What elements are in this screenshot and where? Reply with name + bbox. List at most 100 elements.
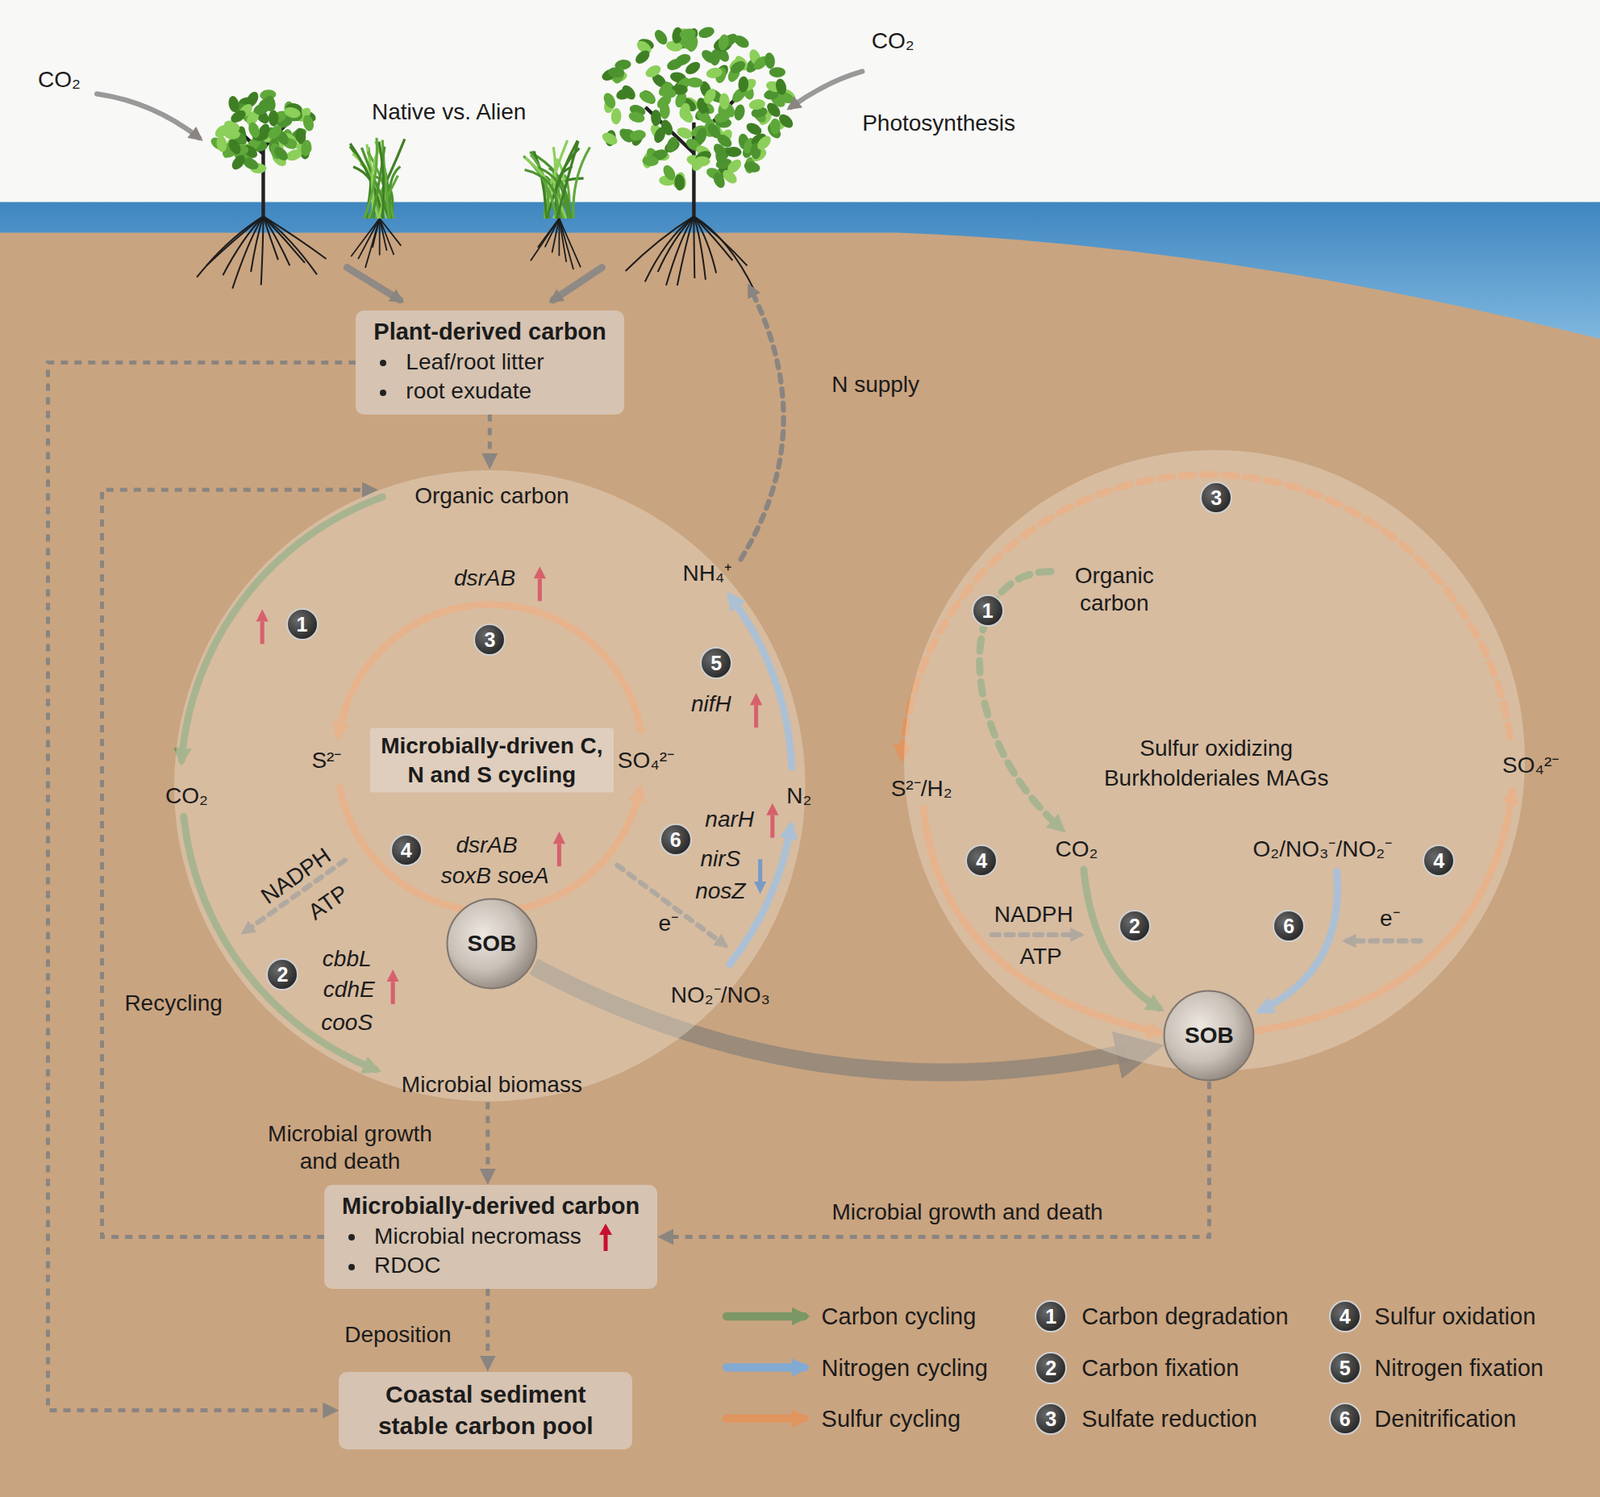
root — [372, 218, 380, 248]
gene-label: soxB soeA — [441, 862, 550, 890]
leaf — [686, 76, 704, 88]
leaf — [614, 86, 634, 102]
text-box: Coastal sediment stable carbon pool — [338, 1371, 633, 1450]
leaf — [600, 129, 620, 147]
root — [350, 218, 380, 257]
edge-label: Recycling — [124, 989, 222, 1017]
leaf — [774, 77, 788, 96]
leaf — [300, 139, 313, 158]
leaf — [699, 47, 719, 67]
leaf — [754, 133, 774, 152]
callout-number: 3 — [1034, 1402, 1067, 1435]
leaf — [665, 56, 685, 72]
disc-title: Sulfur oxidizing Burkholderiales MAGs — [1079, 733, 1354, 793]
leaf — [715, 132, 735, 150]
edge-label: Microbial growth and death — [253, 1120, 447, 1175]
bullet-text: Leaf/root litter — [405, 349, 544, 375]
root — [530, 218, 559, 261]
microbe-name: SOB — [1184, 1022, 1234, 1049]
root — [666, 216, 694, 286]
leaf — [627, 110, 646, 125]
leaf — [769, 66, 786, 78]
leaf — [716, 33, 730, 51]
leaf — [679, 27, 697, 40]
callout-number: 2 — [1034, 1351, 1067, 1384]
callout-number: 2 — [1118, 909, 1151, 942]
text-label: CO₂ — [1054, 835, 1098, 863]
microbe-name: SOB — [467, 930, 517, 957]
leaf — [742, 159, 762, 174]
leaf — [229, 153, 248, 173]
text-label: CO₂ — [37, 66, 81, 94]
box-heading: Plant-derived carbon — [373, 316, 606, 348]
bullet-text: root exudate — [405, 378, 532, 404]
callout-number: 6 — [659, 823, 692, 856]
root — [552, 218, 560, 254]
legend-text: Carbon degradation — [1081, 1302, 1288, 1331]
text-label: O₂/NO₃⁻/NO₂⁻ — [1253, 835, 1392, 863]
leaf — [301, 113, 316, 133]
leaf — [725, 157, 744, 176]
callout-number: 5 — [1329, 1351, 1362, 1384]
gene-label: narH — [704, 805, 755, 834]
bullet-dot — [379, 359, 387, 367]
leaf — [637, 88, 657, 105]
leaf — [610, 108, 622, 125]
text-label: N₂ — [786, 782, 812, 810]
disc-title: Microbially-driven C, N and S cycling — [370, 727, 614, 793]
leaf — [674, 172, 688, 191]
leaf — [718, 92, 730, 110]
gene-label: cdhE — [323, 976, 375, 1005]
co2-arrow — [96, 93, 200, 138]
leaf — [763, 51, 776, 70]
bullet-dot — [348, 1233, 355, 1241]
leaf — [725, 146, 742, 158]
bullet-row: Leaf/root litter — [373, 347, 606, 377]
legend-text: Sulfur cycling — [821, 1404, 961, 1433]
disc-fill — [904, 450, 1525, 1071]
box-heading: Microbially-derived carbon — [341, 1191, 640, 1222]
text-label: Photosynthesis — [862, 109, 1016, 138]
microbe-fill — [1164, 991, 1255, 1081]
callout-number: 4 — [390, 833, 423, 867]
disc-fill — [174, 470, 805, 1101]
legend-sample — [726, 1414, 805, 1423]
callout-number: 6 — [1329, 1402, 1362, 1435]
microbe-circle: SOB — [1162, 989, 1255, 1082]
leaf — [246, 120, 263, 140]
process-disc: Sulfur oxidizing Burkholderiales MAGsSOB — [903, 449, 1526, 1072]
root — [558, 218, 581, 268]
text-label: SO₄²⁻ — [617, 746, 675, 775]
plant-arrow — [346, 266, 400, 300]
text-label: NO₂⁻/NO₃ — [670, 981, 771, 1009]
grass-blade — [379, 141, 384, 218]
text-label: N supply — [831, 370, 920, 399]
plant-arrow — [553, 266, 603, 300]
edge-label: Deposition — [344, 1320, 451, 1349]
leaf — [733, 103, 747, 121]
leaf — [737, 75, 750, 93]
leaf — [229, 108, 249, 125]
callout-number: 3 — [1200, 481, 1233, 514]
leaf — [748, 98, 767, 112]
flow-connector — [661, 1081, 1209, 1237]
legend-sample — [726, 1312, 805, 1321]
leaf — [764, 100, 784, 120]
callout-number: 6 — [1272, 909, 1305, 942]
grass-blade — [557, 141, 579, 219]
n-supply-arrow — [741, 287, 784, 560]
gene-label: dsrAB — [454, 565, 516, 593]
root — [677, 216, 695, 286]
text-label: CO₂ — [165, 782, 209, 810]
bullet-dot — [348, 1263, 355, 1271]
gene-label: dsrAB — [455, 831, 517, 859]
callout-number: 1 — [971, 594, 1005, 627]
leaf — [658, 86, 677, 100]
leaf — [283, 105, 302, 120]
bullet-row: RDOC — [341, 1250, 640, 1280]
text-label: e⁻ — [1379, 904, 1400, 933]
leaf — [711, 170, 728, 191]
sediment — [0, 232, 1600, 1497]
leaf — [601, 91, 618, 111]
